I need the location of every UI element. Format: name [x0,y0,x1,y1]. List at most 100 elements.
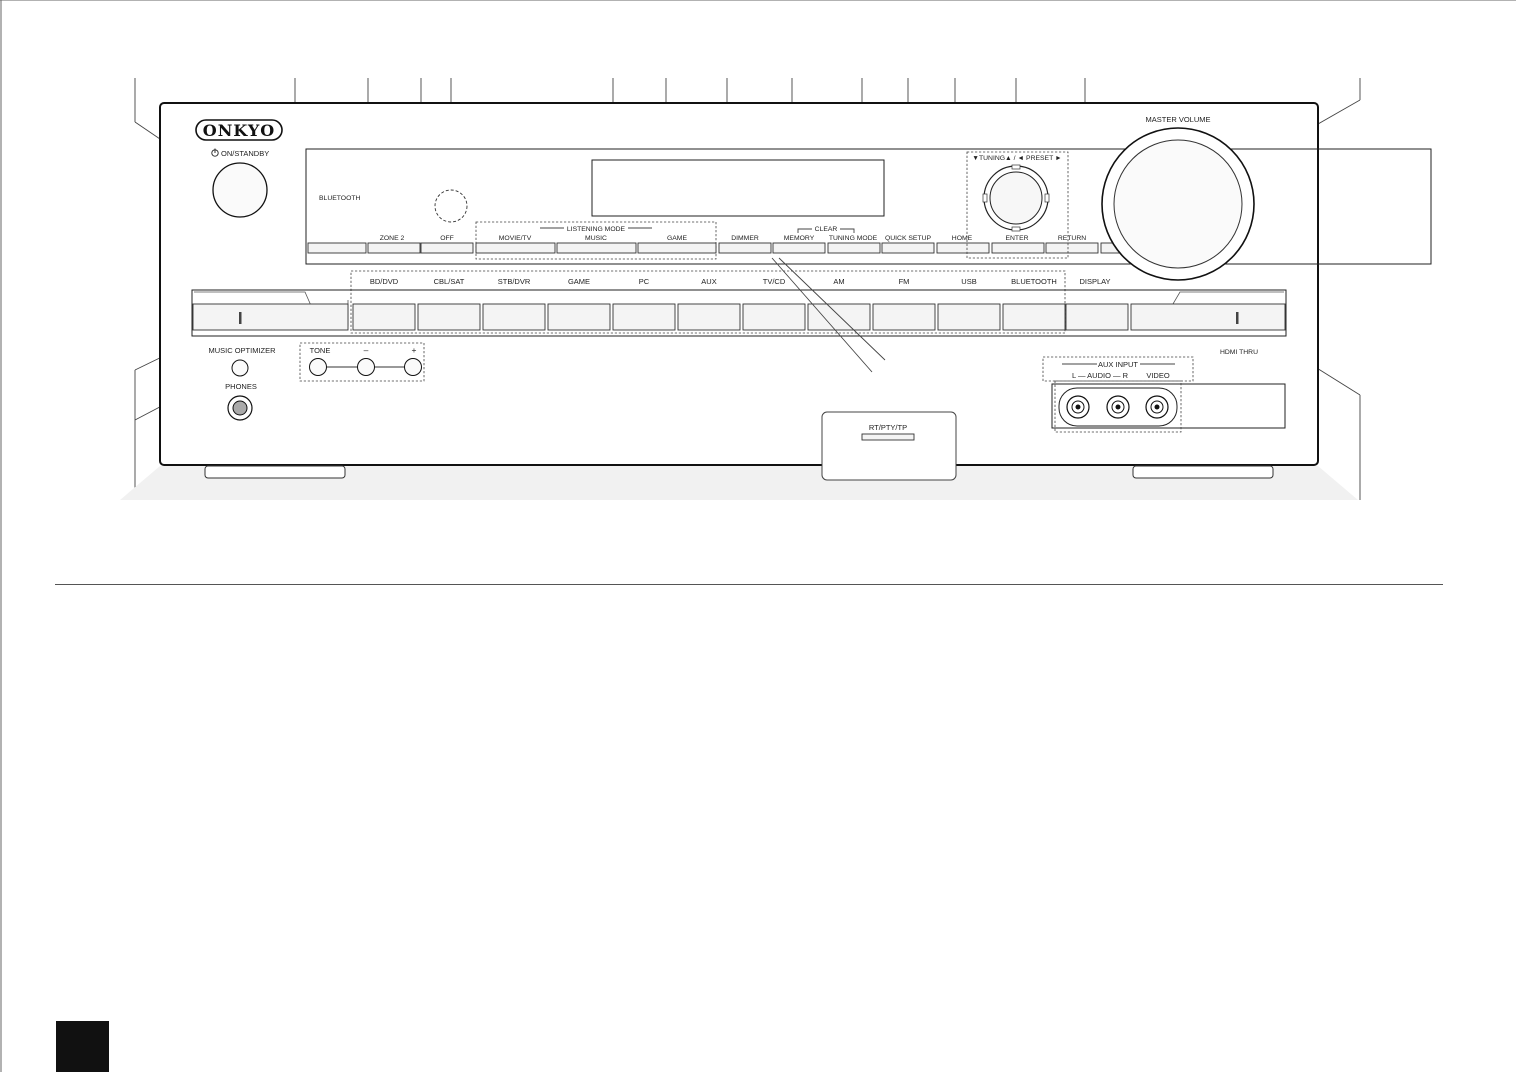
bluetooth-indicator: BLUETOOTH [319,195,361,202]
top-button-label-home: HOME [952,235,973,242]
top-button-label-zone-2: ZONE 2 [380,235,405,242]
input-label-bd-dvd: BD/DVD [370,277,399,286]
tone-group [299,342,425,382]
left-panel-slot [192,303,349,331]
display-window [591,159,885,217]
tone-plus-label: + [412,345,417,355]
left-arrow-icon [982,193,988,203]
display-button[interactable] [1065,303,1129,331]
top-button-label-music: MUSIC [585,235,607,242]
hdmi-thru-indicator [1236,312,1239,324]
input-label-tv-cd: TV/CD [763,277,786,286]
movie-tv-button[interactable] [475,242,556,254]
top-button-label-return: RETURN [1058,235,1086,242]
input-am-button[interactable] [807,303,871,331]
rds-callout-box [821,411,957,481]
down-arrow-icon [1011,226,1021,232]
left-indicator [239,312,242,324]
return-button[interactable] [1045,242,1099,254]
aux-input-label-group [1042,356,1194,382]
input-label-cbl-sat: CBL/SAT [434,277,465,286]
input-pc-button[interactable] [612,303,676,331]
input-aux-button[interactable] [677,303,741,331]
power-button[interactable] [212,162,268,218]
input-label-usb: USB [961,277,976,286]
input-label-pc: PC [639,277,650,286]
up-arrow-icon [1011,164,1021,170]
tuning-mode-button[interactable] [827,242,881,254]
top-button-label-memory: MEMORY [784,235,815,242]
top-button-label-dimmer: DIMMER [731,235,759,242]
rds-button-label: RT/PTY/TP [869,423,907,432]
right-arrow-icon [1044,193,1050,203]
right-panel-slot [1130,303,1286,331]
onkyo-logo [195,119,283,141]
hdmi-thru-label: HDMI THRU [1220,349,1258,356]
right-foot [1132,465,1274,479]
enter-button[interactable] [991,242,1045,254]
tone-minus-button[interactable] [357,358,375,376]
tone-minus-label: – [364,345,369,355]
tone-label: TONE [310,346,331,355]
music-button[interactable] [556,242,637,254]
top-button-label-enter: ENTER [1005,235,1028,242]
power-label: ON/STANDBY [221,149,269,158]
input-selector-group [350,270,1066,334]
input-label-am: AM [833,277,844,286]
zone-2-button[interactable] [367,242,421,254]
input-tv-cd-button[interactable] [742,303,806,331]
remote-sensor [434,189,468,223]
input-bd-dvd-button[interactable] [352,303,416,331]
off-button[interactable] [420,242,474,254]
top-button-row: ZONE 2 OFF MOVIE/TV MUSIC GAME DIMMER MEMORY TU… [307,235,1132,254]
master-volume-label: MASTER VOLUME [1145,115,1210,124]
display-button-label: DISPLAY [1079,277,1110,286]
tone-plus-button[interactable] [404,358,422,376]
enter-button[interactable] [989,171,1043,225]
input-label-stb-dvr: STB/DVR [498,277,531,286]
music-optimizer-button[interactable] [231,359,249,377]
top-button-label-tuning-mode: TUNING MODE [829,235,878,242]
tuning-preset-label: ▼TUNING▲ / ◄ PRESET ► [972,155,1061,162]
rds-button[interactable] [861,433,915,441]
aux-audio-l-jack[interactable] [1066,395,1090,419]
aux-audio-label: L — AUDIO — R [1072,371,1129,380]
input-selector-row: BD/DVD CBL/SAT STB/DVR GAME PC AUX TV/CD AM FM US… [352,277,1066,331]
master-volume-inner [1113,139,1243,269]
input-bluetooth-button[interactable] [1002,303,1066,331]
left-foot [204,465,346,479]
top-button-label-game: GAME [667,235,687,242]
memory-button[interactable] [772,242,826,254]
quick-setup-button[interactable] [881,242,935,254]
input-cbl-sat-button[interactable] [417,303,481,331]
input-label-game: GAME [568,277,590,286]
tone-button[interactable] [309,358,327,376]
listening-mode-label: LISTENING MODE [567,226,626,233]
top-button-label-quick-setup: QUICK SETUP [885,235,932,242]
blank-button[interactable] [307,242,367,254]
top-button-label-movie-tv: MOVIE/TV [499,235,532,242]
music-optimizer-label: MUSIC OPTIMIZER [208,346,276,355]
input-game-button[interactable] [547,303,611,331]
aux-audio-r-jack[interactable] [1106,395,1130,419]
input-fm-button[interactable] [872,303,936,331]
dimmer-button[interactable] [718,242,772,254]
tuning-preset-group [966,151,1069,259]
brand-text: ONKYO [203,121,275,140]
home-button[interactable] [936,242,990,254]
top-button-label-off: OFF [440,235,454,242]
input-stb-dvr-button[interactable] [482,303,546,331]
input-label-fm: FM [899,277,910,286]
input-usb-button[interactable] [937,303,1001,331]
aux-input-title: AUX INPUT [1098,360,1138,369]
phones-jack-inner [232,400,248,416]
input-label-bluetooth: BLUETOOTH [1011,277,1057,286]
aux-video-label: VIDEO [1146,371,1170,380]
listening-mode-group [475,221,717,260]
game-button[interactable] [637,242,717,254]
aux-input-panel [1051,383,1286,429]
page-number-block [56,1021,109,1072]
aux-video-jack[interactable] [1145,395,1169,419]
input-label-aux: AUX [701,277,716,286]
